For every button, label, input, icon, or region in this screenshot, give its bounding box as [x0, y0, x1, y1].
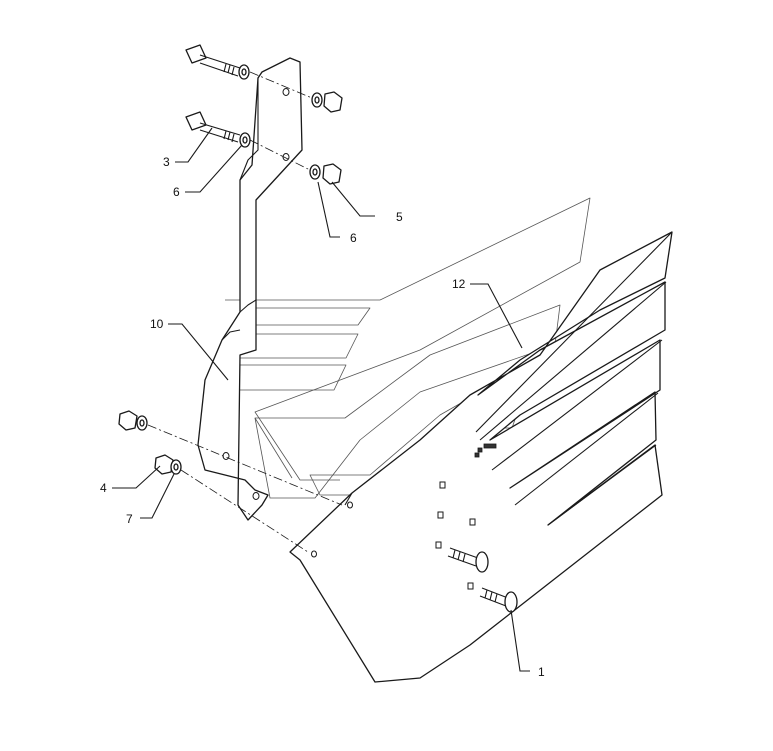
mud-flap-shield	[289, 231, 673, 683]
callout-10: 10	[150, 317, 164, 331]
left-nut-washer-upper	[118, 410, 148, 431]
callout-leaders	[112, 127, 530, 672]
callout-3: 3	[163, 155, 170, 169]
decal-marks	[474, 443, 497, 458]
callout-1: 1	[538, 665, 545, 679]
callout-labels: 3 6 5 6 10 12 4 7 1	[100, 155, 545, 679]
callout-7: 7	[126, 512, 133, 526]
alignment-axes	[147, 71, 343, 553]
callout-12: 12	[452, 277, 466, 291]
callout-6-left: 6	[173, 185, 180, 199]
carriage-bolt-upper	[447, 547, 489, 573]
callout-5: 5	[396, 210, 403, 224]
callout-6-right: 6	[350, 231, 357, 245]
left-nut-washer-lower	[154, 454, 182, 475]
callout-4: 4	[100, 481, 107, 495]
upper-bolt-assembly	[185, 44, 343, 113]
lower-bolt-assembly	[185, 111, 342, 185]
